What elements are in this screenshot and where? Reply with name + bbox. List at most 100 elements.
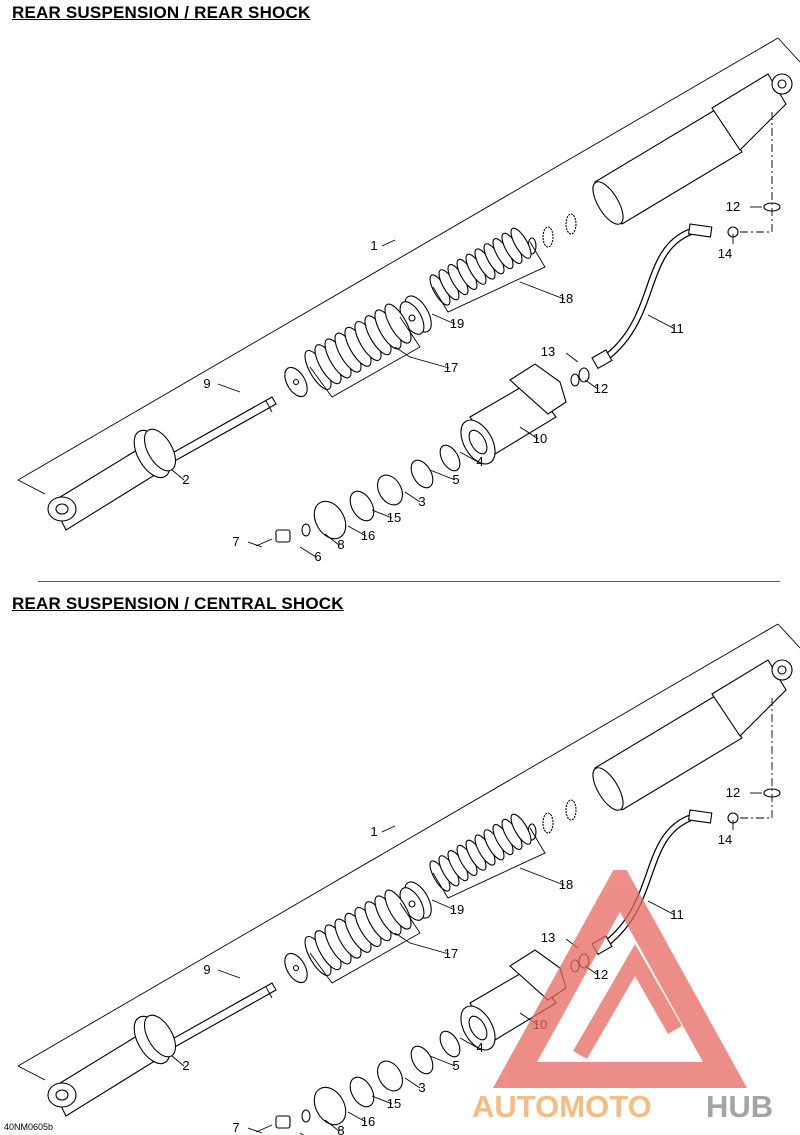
spring-seat-hole	[292, 964, 300, 972]
spring-coil	[384, 303, 412, 344]
upper-spring	[429, 813, 532, 892]
callout-leader	[431, 313, 456, 325]
callout-label: 14	[718, 246, 732, 261]
cap-3	[377, 474, 403, 506]
central-shock-title: REAR SUSPENSION / CENTRAL SHOCK	[12, 594, 344, 613]
seal-12-bottom	[578, 367, 590, 383]
callout-leader	[584, 379, 599, 390]
shock-body-cap	[711, 73, 787, 151]
assembly-frame-line	[17, 1065, 46, 1081]
callout-label: 16	[361, 528, 375, 543]
shock-body-opening	[592, 181, 624, 225]
callout-leader	[459, 451, 479, 463]
callout-label: 12	[726, 785, 740, 800]
callout-label: 1	[370, 238, 377, 253]
o-ring-15	[349, 490, 375, 522]
callout-label: 2	[182, 1058, 189, 1073]
callout-leader	[404, 491, 421, 503]
callout-leader	[429, 469, 456, 481]
o-ring-15	[349, 1076, 375, 1108]
callout-label: 9	[203, 962, 210, 977]
cap-3	[377, 1060, 403, 1092]
callout-leader	[171, 1055, 185, 1067]
lower-spring	[304, 889, 412, 977]
spring-coil	[384, 889, 412, 930]
shock-body-opening	[592, 767, 624, 811]
callout-label: 5	[452, 1058, 459, 1073]
bracket-18	[432, 827, 546, 899]
callout-leader	[647, 900, 676, 916]
screw-7	[255, 538, 273, 547]
callout-label: 5	[452, 472, 459, 487]
callout-label: 3	[418, 494, 425, 509]
callout-leader	[371, 1095, 393, 1105]
callout-label: 8	[337, 1123, 344, 1135]
bumper-16	[313, 1086, 347, 1126]
shock-body	[592, 73, 793, 225]
callout-leader	[247, 541, 263, 548]
o-ring-4	[439, 1030, 461, 1058]
bottom-eyelet-hole	[55, 1089, 69, 1101]
callout-label: 6	[314, 549, 321, 564]
callout-label: 19	[450, 902, 464, 917]
callout-label: 14	[718, 832, 732, 847]
callout-leader	[394, 346, 450, 369]
adjuster-ring-hub	[408, 314, 416, 322]
assembly-frame-line	[777, 623, 800, 649]
callout-label: 3	[418, 1080, 425, 1095]
bottom-eyelet-hole	[55, 503, 69, 515]
assembly-frame-line	[17, 37, 779, 481]
callout-leader	[217, 969, 241, 979]
rod-body-cap-thread	[143, 428, 177, 472]
callout-label: 7	[232, 1120, 239, 1135]
callout-label: 4	[476, 1040, 483, 1055]
hose-11	[598, 815, 691, 950]
callout-label: 9	[203, 376, 210, 391]
nut-6	[275, 529, 291, 543]
assembly-frame-line	[777, 37, 800, 63]
callout-leader	[171, 469, 185, 481]
screw-7	[255, 1124, 273, 1133]
hose-fitting-top	[687, 809, 713, 824]
shaft-thread	[265, 400, 273, 413]
callout-label: 12	[726, 199, 740, 214]
callout-leader	[381, 239, 396, 247]
washer	[565, 799, 577, 821]
callout-label: 18	[559, 291, 573, 306]
assembly-frame-line	[17, 623, 779, 1067]
callout-label: 2	[182, 472, 189, 487]
callout-leader	[381, 825, 396, 833]
piston-shaft	[159, 396, 277, 468]
callout-leader	[324, 533, 340, 546]
shaft-thread	[265, 986, 273, 999]
callout-label: 19	[450, 316, 464, 331]
callout-label: 12	[594, 967, 608, 982]
callout-leader	[459, 1037, 479, 1049]
automotohub-watermark: AUTOMOTO HUB	[472, 870, 773, 1124]
callout-label: 11	[670, 321, 684, 336]
callout-label: 15	[387, 1096, 401, 1111]
washer	[542, 226, 554, 248]
hose-fitting-bottom	[591, 349, 613, 370]
callout-leader	[431, 899, 456, 911]
callout-label: 7	[232, 534, 239, 549]
callout-label: 13	[541, 344, 555, 359]
reservoir-head	[509, 363, 567, 415]
callout-label: 12	[594, 381, 608, 396]
spring-coil	[510, 813, 532, 845]
callout-leader	[347, 1111, 367, 1123]
callout-leader	[247, 1127, 263, 1134]
callout-label: 11	[670, 907, 684, 922]
callout-label: 4	[476, 454, 483, 469]
shock-top-eyelet-hole	[777, 665, 787, 675]
callout-leader	[565, 352, 579, 363]
callout-leader	[347, 525, 367, 537]
nut-6	[275, 1115, 291, 1129]
o-ring-5	[410, 459, 434, 489]
callout-leader	[394, 932, 450, 955]
bracket-17	[309, 902, 421, 984]
spring-seat-hole	[292, 378, 300, 386]
